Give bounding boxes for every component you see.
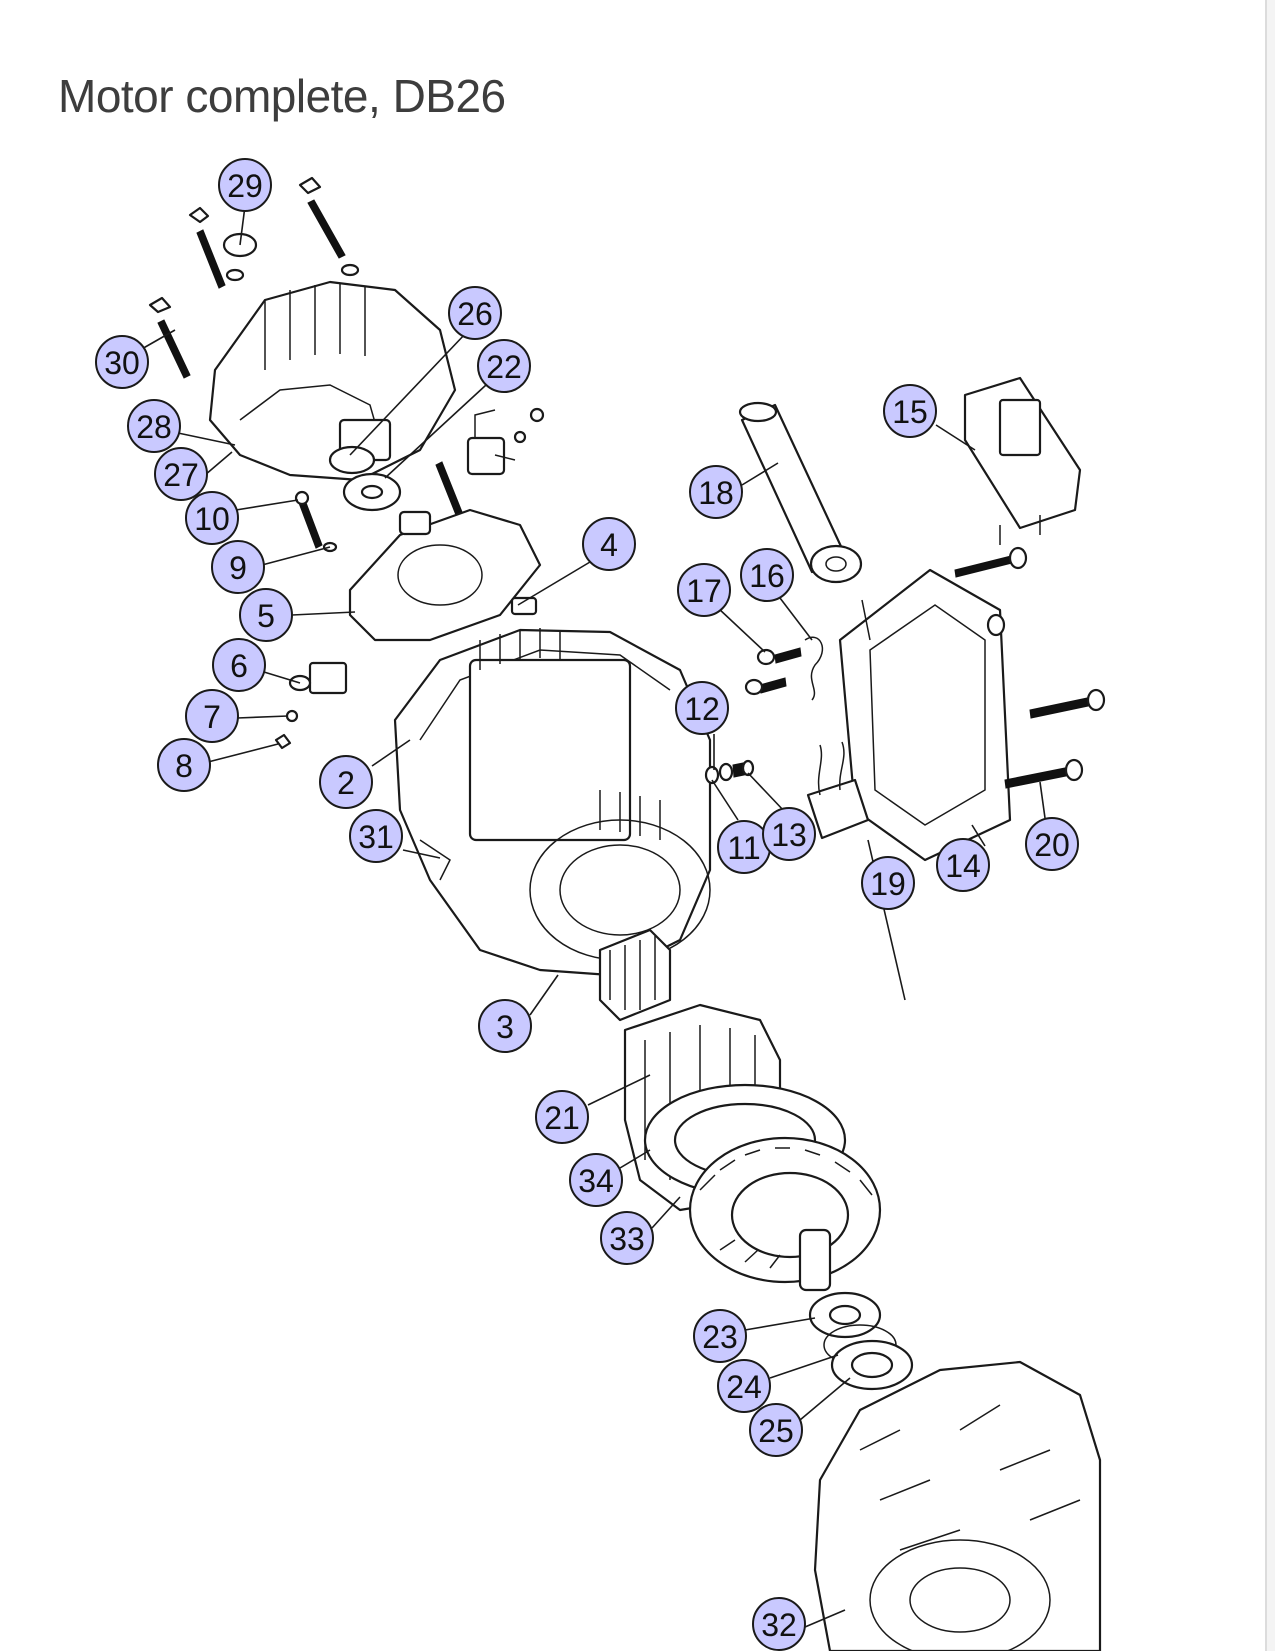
svg-text:20: 20 — [1034, 827, 1070, 863]
svg-text:26: 26 — [457, 296, 493, 332]
svg-text:30: 30 — [104, 345, 140, 381]
svg-text:24: 24 — [726, 1369, 762, 1405]
page-scroll-edge[interactable] — [1265, 0, 1275, 1651]
callout-13: 13 — [762, 807, 816, 861]
callout-8: 8 — [157, 738, 211, 792]
svg-text:6: 6 — [230, 648, 248, 684]
callout-32: 32 — [752, 1597, 806, 1651]
callout-19: 19 — [861, 856, 915, 910]
callout-17: 17 — [677, 563, 731, 617]
callout-28: 28 — [127, 399, 181, 453]
svg-text:14: 14 — [945, 848, 981, 884]
bearing-front — [808, 1291, 914, 1391]
callout-34: 34 — [569, 1153, 623, 1207]
svg-text:2: 2 — [337, 765, 355, 801]
svg-text:33: 33 — [609, 1221, 645, 1257]
bearing-parts — [328, 407, 545, 516]
callout-7: 7 — [185, 689, 239, 743]
callout-26: 26 — [448, 286, 502, 340]
svg-text:8: 8 — [175, 748, 193, 784]
callout-20: 20 — [1025, 817, 1079, 871]
svg-text:16: 16 — [749, 558, 785, 594]
screws-top — [148, 176, 360, 379]
svg-text:25: 25 — [758, 1413, 794, 1449]
callout-23: 23 — [693, 1309, 747, 1363]
callout-14: 14 — [936, 838, 990, 892]
svg-text:32: 32 — [761, 1607, 797, 1643]
callout-31: 31 — [349, 809, 403, 863]
svg-text:5: 5 — [257, 598, 275, 634]
callout-30: 30 — [95, 335, 149, 389]
callout-3: 3 — [478, 999, 532, 1053]
svg-text:9: 9 — [229, 550, 247, 586]
brush-plate — [294, 490, 542, 642]
callout-24: 24 — [717, 1359, 771, 1413]
suppressor — [806, 741, 870, 840]
svg-text:29: 29 — [227, 168, 263, 204]
callout-2: 2 — [319, 755, 373, 809]
stator-housing — [393, 596, 712, 977]
svg-text:34: 34 — [578, 1163, 614, 1199]
callout-6: 6 — [212, 638, 266, 692]
terminal-box — [838, 546, 1106, 862]
callout-27: 27 — [154, 447, 208, 501]
callout-4: 4 — [582, 517, 636, 571]
svg-text:17: 17 — [686, 573, 722, 609]
svg-text:19: 19 — [870, 866, 906, 902]
svg-text:31: 31 — [358, 819, 394, 855]
callout-10: 10 — [185, 491, 239, 545]
page-title: Motor complete, DB26 — [58, 70, 506, 122]
diagram-canvas: 29 30 26 22 28 27 10 9 5 4 6 7 8 2 31 3 … — [95, 158, 1106, 1651]
svg-text:28: 28 — [136, 409, 172, 445]
switch — [963, 376, 1082, 545]
capacitor-tube — [738, 401, 863, 584]
svg-text:15: 15 — [892, 394, 928, 430]
callout-25: 25 — [749, 1403, 803, 1457]
small-screws-middle — [704, 636, 824, 785]
svg-text:4: 4 — [600, 527, 618, 563]
svg-text:21: 21 — [544, 1100, 580, 1136]
callout-16: 16 — [740, 548, 794, 602]
callout-9: 9 — [211, 540, 265, 594]
svg-text:7: 7 — [203, 699, 221, 735]
callout-29: 29 — [218, 158, 272, 212]
end-cap-housing — [208, 280, 457, 482]
svg-text:10: 10 — [194, 501, 230, 537]
svg-text:23: 23 — [702, 1319, 738, 1355]
svg-text:22: 22 — [486, 349, 522, 385]
svg-text:12: 12 — [684, 691, 720, 727]
callout-18: 18 — [689, 465, 743, 519]
callout-5: 5 — [239, 588, 293, 642]
svg-text:18: 18 — [698, 475, 734, 511]
exploded-view-diagram: 29 30 26 22 28 27 10 9 5 4 6 7 8 2 31 3 … — [0, 140, 1265, 1651]
callout-21: 21 — [535, 1090, 589, 1144]
svg-text:11: 11 — [727, 830, 760, 866]
svg-text:13: 13 — [771, 817, 807, 853]
callout-11: 11 — [717, 820, 771, 874]
leader-lines — [139, 205, 1046, 1628]
svg-text:3: 3 — [496, 1009, 514, 1045]
callout-12: 12 — [675, 681, 729, 735]
callout-22: 22 — [477, 339, 531, 393]
callout-15: 15 — [883, 384, 937, 438]
callout-33: 33 — [600, 1211, 654, 1265]
front-housing — [813, 1360, 1102, 1651]
svg-text:27: 27 — [163, 457, 199, 493]
brush-holder-small — [274, 661, 348, 750]
fan — [688, 1136, 882, 1292]
